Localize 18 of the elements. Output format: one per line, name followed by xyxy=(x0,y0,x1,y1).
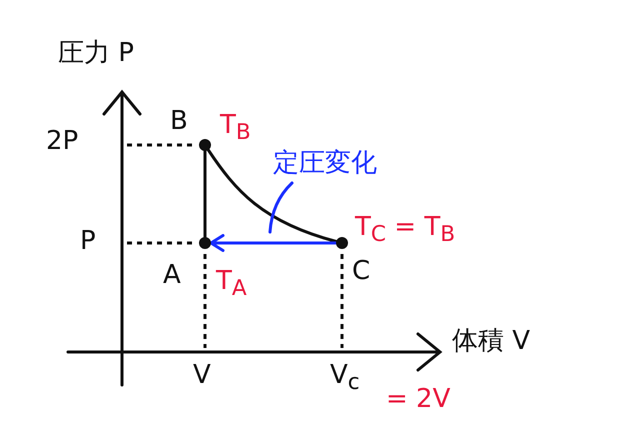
tick-label: V$_{c}$ xyxy=(330,362,360,394)
axis-label: 圧力 P xyxy=(58,40,134,66)
annotation-label: 定圧変化 xyxy=(273,150,377,176)
arrow xyxy=(210,234,338,252)
leader-line xyxy=(268,182,294,234)
process-curve xyxy=(206,148,338,243)
tick-label: V xyxy=(193,362,211,388)
point-label: A xyxy=(163,262,181,288)
temperature-label: T$_{B}$ xyxy=(220,112,251,144)
axis-label: 体積 V xyxy=(452,328,530,354)
point-label: B xyxy=(170,108,188,134)
process-line xyxy=(204,150,206,238)
tick-label: 2P xyxy=(46,128,78,154)
point-label: C xyxy=(352,258,370,284)
temperature-label: T$_{A}$ xyxy=(216,268,247,300)
temperature-label: T$_{C}$ = T$_{B}$ xyxy=(355,214,456,246)
tick-label: P xyxy=(80,228,96,254)
value-note: = 2V xyxy=(386,386,450,412)
